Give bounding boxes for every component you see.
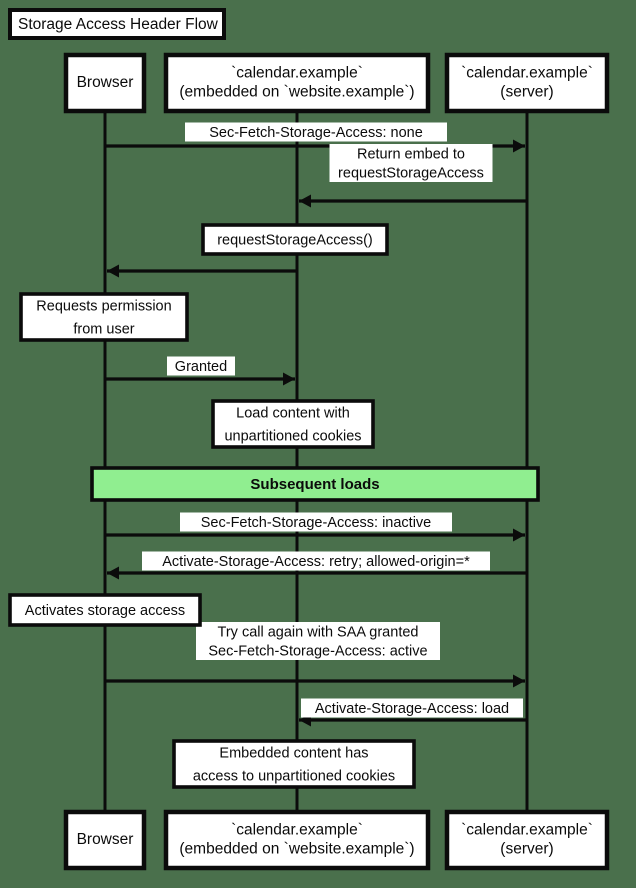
- msg-return-embed-label-line-0: Return embed to: [357, 146, 465, 162]
- actor-embed-top[interactable]: `calendar.example` (embedded on `website.…: [163, 52, 431, 114]
- note-load-content-line-1: unpartitioned cookies: [224, 428, 361, 444]
- actor-server-bottom-label-0: `calendar.example`: [461, 822, 593, 839]
- actor-server-bottom-label-1: (server): [500, 841, 553, 858]
- msg-sec-fetch-inactive: Sec-Fetch-Storage-Access: inactive: [105, 512, 525, 542]
- msg-request-storage-access-return: [107, 264, 297, 278]
- note-request-storage-access: requestStorageAccess(): [201, 223, 389, 256]
- title-layer: Storage Access Header Flow: [8, 8, 226, 40]
- msg-activate-load-label-line-0: Activate-Storage-Access: load: [315, 701, 509, 717]
- actor-embed-bottom[interactable]: `calendar.example` (embedded on `website.…: [163, 809, 431, 871]
- actor-browser-top-box[interactable]: [63, 52, 147, 114]
- msg-sec-fetch-inactive-arrowhead: [513, 528, 525, 542]
- msg-granted-label-line-0: Granted: [175, 359, 227, 375]
- note-requests-permission-line-0: Requests permission: [36, 298, 171, 314]
- msg-try-call-again-label-bg: [196, 622, 440, 660]
- divider-subsequent-loads-label: Subsequent loads: [250, 476, 379, 493]
- msg-granted-arrowhead: [283, 372, 295, 386]
- msg-activate-retry-label-line-0: Activate-Storage-Access: retry; allowed-…: [162, 554, 470, 570]
- msg-request-storage-access-return-arrowhead: [107, 264, 119, 278]
- note-activates-storage-access-line-0: Activates storage access: [25, 603, 185, 619]
- actor-server-top[interactable]: `calendar.example` (server): [444, 52, 610, 114]
- msg-sec-fetch-none-label-line-0: Sec-Fetch-Storage-Access: none: [209, 125, 423, 141]
- msg-activate-retry-arrowhead: [107, 566, 119, 580]
- actor-browser-top-label-0: Browser: [77, 74, 134, 91]
- actor-embed-bottom-label-1: (embedded on `website.example`): [179, 841, 414, 858]
- actor-embed-top-label-1: (embedded on `website.example`): [179, 84, 414, 101]
- msg-granted-label-bg: [167, 356, 235, 376]
- actor-embed-bottom-label-0: `calendar.example`: [231, 822, 363, 839]
- actor-server-bottom[interactable]: `calendar.example` (server): [444, 809, 610, 871]
- note-load-content-line-0: Load content with: [236, 405, 350, 421]
- note-embedded-content: Embedded content has access to unpartitio…: [172, 739, 416, 789]
- actor-server-top-box[interactable]: [444, 52, 610, 114]
- note-activates-storage-access-box: [8, 593, 202, 627]
- msg-try-call-again-label-line-0: Try call again with SAA granted: [218, 624, 419, 640]
- divider-subsequent-loads-box: [90, 466, 540, 502]
- actor-browser-bottom-label-0: Browser: [77, 831, 134, 848]
- msg-granted: Granted: [105, 356, 295, 386]
- msg-activate-retry: Activate-Storage-Access: retry; allowed-…: [107, 551, 527, 580]
- actor-browser-bottom[interactable]: Browser: [63, 809, 147, 871]
- actor-embed-top-label-0: `calendar.example`: [231, 65, 363, 82]
- msg-sec-fetch-inactive-label-line-0: Sec-Fetch-Storage-Access: inactive: [201, 515, 431, 531]
- msg-sec-fetch-inactive-label-bg: [180, 512, 452, 532]
- note-activates-storage-access: Activates storage access: [8, 593, 202, 627]
- actor-embed-top-box[interactable]: [163, 52, 431, 114]
- note-request-storage-access-line-0: requestStorageAccess(): [217, 232, 373, 248]
- note-load-content: Load content with unpartitioned cookies: [211, 399, 375, 449]
- msg-activate-load: Activate-Storage-Access: load: [299, 698, 527, 727]
- actor-browser-top[interactable]: Browser: [63, 52, 147, 114]
- actor-server-top-label-1: (server): [500, 84, 553, 101]
- msg-activate-retry-label-bg: [142, 551, 490, 571]
- actor-server-top-label-0: `calendar.example`: [461, 65, 593, 82]
- note-embedded-content-box: [172, 739, 416, 789]
- msg-sec-fetch-none-label-bg: [185, 122, 447, 142]
- dividers-layer: Subsequent loads: [90, 466, 540, 502]
- actor-browser-bottom-box[interactable]: [63, 809, 147, 871]
- note-request-storage-access-box: [201, 223, 389, 256]
- actor-embed-bottom-box[interactable]: [163, 809, 431, 871]
- notes-layer: requestStorageAccess() Requests permissio…: [8, 223, 416, 789]
- msg-return-embed: Return embed to requestStorageAccess: [299, 144, 527, 208]
- note-embedded-content-line-1: access to unpartitioned cookies: [193, 768, 395, 784]
- note-embedded-content-line-0: Embedded content has: [219, 745, 368, 761]
- msg-return-embed-label-line-1: requestStorageAccess: [338, 165, 484, 181]
- msg-try-call-again-label-line-1: Sec-Fetch-Storage-Access: active: [208, 643, 427, 659]
- actors-layer: Browser `calendar.example` (embedded on `w…: [63, 52, 610, 871]
- actor-server-bottom-box[interactable]: [444, 809, 610, 871]
- diagram-title-label: Storage Access Header Flow: [18, 16, 219, 33]
- msg-return-embed-label-bg: [329, 144, 493, 182]
- diagram-title-box: [8, 8, 226, 40]
- note-requests-permission-box: [19, 292, 189, 342]
- msg-sec-fetch-none-arrowhead: [513, 139, 525, 153]
- msg-activate-load-label-bg: [301, 698, 523, 718]
- note-load-content-box: [211, 399, 375, 449]
- msg-try-call-again-arrowhead: [513, 674, 525, 688]
- msg-try-call-again: Try call again with SAA grantedSec-Fetch…: [105, 622, 525, 688]
- msg-return-embed-arrowhead: [299, 194, 311, 208]
- note-requests-permission-line-1: from user: [73, 321, 134, 337]
- note-requests-permission: Requests permission from user: [19, 292, 189, 342]
